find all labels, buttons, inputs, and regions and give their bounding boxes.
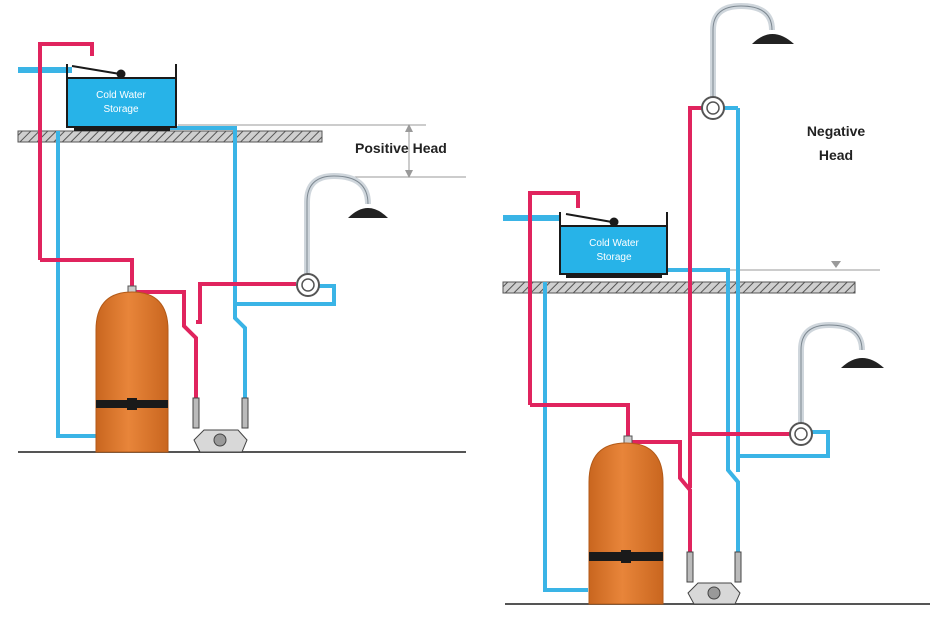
head-arrow-up: [405, 124, 413, 132]
shower-head-icon: [710, 2, 794, 100]
shower-head-icon: [798, 321, 884, 424]
pump-icon: [686, 551, 742, 605]
floor-slab-right: [502, 281, 856, 294]
hot-supply-pipe: [132, 290, 198, 400]
negative-head-label-line2: Head: [819, 147, 853, 163]
mixer-valve-icon: [789, 422, 813, 446]
mixer-valve-icon: [296, 273, 320, 297]
cold-water-tank-right: [559, 225, 668, 275]
tank-label-line1: Cold Water: [96, 90, 146, 101]
hot-vent-pipe-right: [528, 191, 580, 405]
floor-slab: [17, 130, 323, 143]
pump-icon: [192, 397, 249, 453]
shower-head-icon: [304, 172, 388, 282]
hot-riser-right: [688, 106, 702, 488]
hot-vent-pipe: [38, 42, 94, 260]
cold-down-pipe: [165, 126, 247, 400]
tank-label-line2: Storage: [103, 104, 138, 115]
positive-head-diagram: Cold Water Storage Positive Head: [17, 42, 466, 453]
negative-head-diagram: Cold Water Storage: [502, 2, 930, 605]
cold-to-lower-shower: [738, 430, 830, 458]
cold-to-pump-right: [668, 268, 740, 560]
hot-supply-pipe-right: [628, 440, 692, 560]
negative-head-label-line1: Negative: [807, 123, 866, 139]
tank-label-line2-right: Storage: [596, 252, 631, 263]
cold-water-tank: [66, 77, 177, 128]
hot-to-shower: [196, 282, 296, 324]
float-valve-icon: [71, 65, 126, 79]
positive-head-label: Positive Head: [355, 140, 447, 156]
hot-vent-link-right: [530, 403, 630, 440]
tank-label-line1-right: Cold Water: [589, 238, 639, 249]
hot-water-cylinder-icon: [95, 285, 169, 453]
head-arrow-down: [405, 170, 413, 178]
hot-water-cylinder-icon: [588, 435, 664, 605]
cold-to-shower: [235, 284, 336, 306]
hot-vent-link: [40, 258, 134, 290]
water-level-marker: [831, 261, 841, 268]
cold-feed-to-cylinder-right: [543, 282, 588, 592]
tank-feet-right: [566, 274, 662, 278]
cold-feed-to-cylinder: [56, 131, 96, 438]
tank-feet: [74, 127, 170, 131]
float-valve-icon: [565, 213, 619, 227]
mixer-valve-icon: [701, 96, 725, 120]
